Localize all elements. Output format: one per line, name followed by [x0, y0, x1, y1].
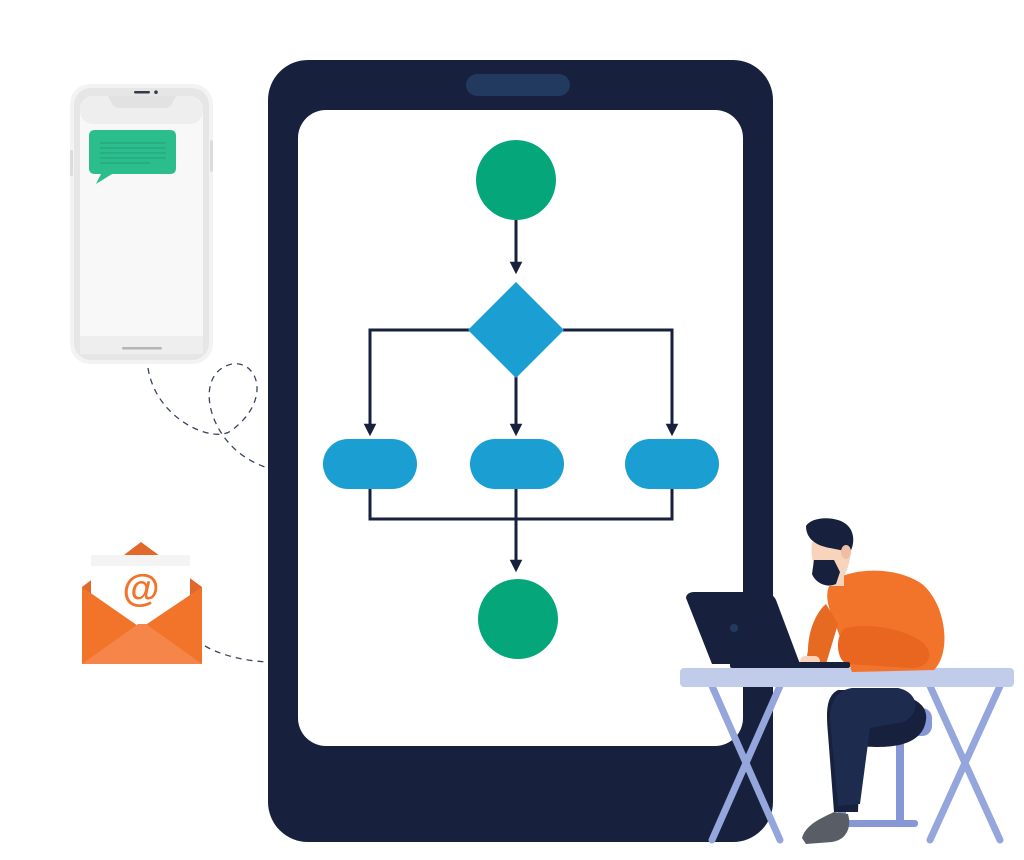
desk-top: [680, 668, 1014, 687]
person-shoe: [802, 812, 850, 844]
person-legs: [827, 688, 927, 812]
desk: [680, 668, 1014, 844]
email-envelope-icon: @: [82, 542, 202, 664]
person-at-laptop-illustration: [680, 518, 1014, 844]
phone-camera: [154, 90, 158, 94]
phone-home-indicator: [122, 347, 162, 350]
person-beard: [812, 560, 840, 586]
end-node: [478, 579, 558, 659]
person-hair: [806, 518, 854, 552]
email-at-symbol: @: [122, 568, 159, 610]
flowchart: [323, 140, 719, 659]
decision-node: [468, 282, 564, 378]
laptop-logo: [730, 624, 738, 632]
dashed-connectors: [147, 363, 499, 664]
decision-to-right-process-arrow: [563, 328, 679, 437]
tablet-speaker: [466, 74, 570, 96]
process-node-right: [625, 439, 719, 489]
process-node-left: [323, 439, 417, 489]
process-node-middle: [470, 439, 564, 489]
laptop: [686, 592, 850, 668]
merge-line: [368, 488, 674, 521]
decision-to-left-process-arrow: [363, 328, 471, 437]
smartphone-icon: [70, 84, 213, 364]
phone-speaker: [134, 91, 150, 94]
chat-bubble-icon: [89, 130, 176, 184]
flowchart-connectors: [363, 220, 679, 573]
person-head: [806, 518, 854, 586]
phone-to-process-dashed-line: [147, 363, 331, 478]
start-node: [476, 140, 556, 220]
